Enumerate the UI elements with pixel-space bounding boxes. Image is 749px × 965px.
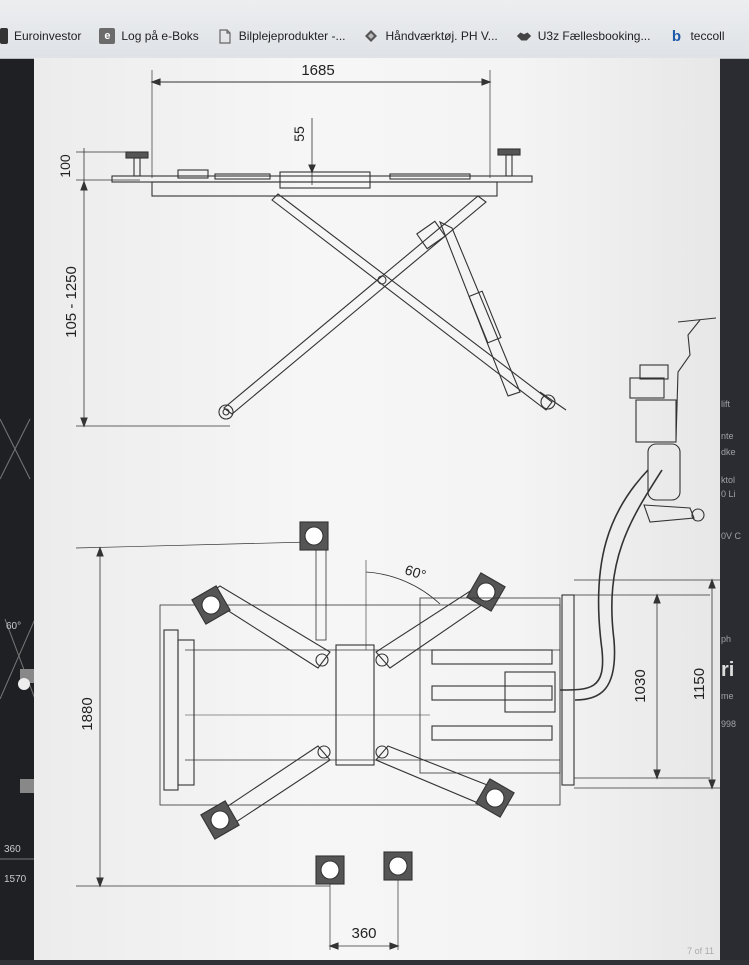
arrowhead bbox=[308, 164, 316, 174]
right-fragment-0: lift bbox=[721, 399, 730, 409]
lift-technical-drawing: 1685 55 100 105 - 1250 1880 60° 1030 115… bbox=[57, 62, 720, 950]
right-fragment-2: dke bbox=[721, 447, 736, 457]
dim-label-outer-width: 1150 bbox=[691, 668, 708, 700]
bookmark-haandvaerktoej[interactable]: Håndværktøj. PH V... bbox=[354, 21, 506, 51]
bookmark-bilplejeprodukter[interactable]: Bilplejeprodukter -... bbox=[208, 21, 355, 51]
bookmark-teccoll[interactable]: b teccoll bbox=[659, 21, 733, 51]
pump-motor bbox=[629, 377, 665, 399]
frame-end-plate bbox=[163, 629, 179, 791]
valve-block bbox=[504, 671, 556, 713]
arrowheads bbox=[96, 546, 104, 888]
lifting-pad-bottom-right-center bbox=[388, 856, 408, 876]
pad-stem-right bbox=[505, 154, 513, 177]
handshake-icon bbox=[516, 28, 532, 44]
dim-label-lift-range: 105 - 1250 bbox=[63, 266, 80, 338]
support-arm-bottom-right bbox=[375, 745, 515, 818]
scissor-arm-b bbox=[223, 195, 487, 415]
bookmark-e-boks[interactable]: e Log på e-Boks bbox=[90, 21, 207, 51]
pad-arm-top bbox=[315, 549, 327, 641]
roller-left bbox=[218, 404, 234, 420]
document-page: 1685 55 100 105 - 1250 1880 60° 1030 115… bbox=[34, 58, 720, 960]
dim-label-length: 1685 bbox=[301, 62, 334, 79]
frame-end-bar bbox=[177, 639, 195, 786]
dim-label-pad-height: 100 bbox=[57, 154, 73, 178]
page-icon bbox=[217, 28, 233, 44]
platform-strip bbox=[389, 173, 471, 180]
right-fragment-8: me bbox=[721, 691, 734, 701]
hose bbox=[559, 469, 649, 691]
lifting-pad-left bbox=[125, 151, 149, 159]
dim-label-total-length: 1880 bbox=[79, 697, 96, 730]
bookmark-icon bbox=[0, 28, 8, 44]
arm-bracket bbox=[416, 220, 446, 250]
lifting-pad-right bbox=[497, 148, 521, 156]
pump-handle bbox=[675, 317, 717, 441]
left-fragment-1570: 1570 bbox=[4, 874, 27, 885]
platform-body bbox=[151, 181, 498, 197]
center-beam bbox=[335, 644, 375, 766]
cylinder-1 bbox=[431, 649, 553, 665]
roller-left-hub bbox=[222, 408, 230, 416]
pump-wheel bbox=[691, 508, 705, 522]
bookmark-euroinvestor[interactable]: Euroinvestor bbox=[0, 21, 90, 51]
angle-arc bbox=[365, 571, 441, 605]
bookmark-faellesbooking[interactable]: U3z Fællesbooking... bbox=[507, 21, 660, 51]
platform-center-block bbox=[279, 171, 371, 189]
background-window-right: lift nte dke ktol 0 Li 0V C ph ri me 998 bbox=[719, 59, 749, 960]
right-fragment-1: nte bbox=[721, 431, 734, 441]
left-fragment-360: 360 bbox=[4, 844, 21, 855]
end-plate bbox=[561, 594, 575, 786]
scissor-pivot bbox=[377, 275, 387, 285]
right-fragment-7: ri bbox=[721, 659, 735, 681]
base-frame-outline bbox=[159, 604, 561, 806]
right-fragment-9: 998 bbox=[721, 719, 737, 729]
right-fragment-3: ktol bbox=[721, 475, 736, 485]
platform-block bbox=[177, 169, 209, 179]
right-fragment-4: 0 Li bbox=[721, 489, 736, 499]
support-arm-bottom-left bbox=[200, 745, 331, 840]
bing-icon: b bbox=[671, 27, 682, 45]
pump-body bbox=[635, 399, 677, 443]
arm-end bbox=[539, 391, 567, 411]
top-view bbox=[75, 521, 720, 950]
cylinder-3 bbox=[431, 725, 553, 741]
e-boks-icon: e bbox=[99, 28, 116, 44]
dim-label-arm-angle: 60° bbox=[403, 561, 428, 583]
arrowheads bbox=[150, 78, 492, 86]
left-fragment-angle: 60° bbox=[6, 621, 22, 632]
hydraulic-cylinder bbox=[468, 290, 502, 344]
arrowheads bbox=[80, 180, 88, 428]
support-arm-top-right bbox=[375, 572, 506, 669]
hydraulic-pump-unit bbox=[559, 317, 717, 701]
lifting-pad-top-center bbox=[304, 526, 324, 546]
right-fragment-6: ph bbox=[721, 634, 732, 644]
diamond-icon bbox=[363, 28, 379, 44]
side-view bbox=[76, 70, 567, 428]
bookmarks-bar: Euroinvestor e Log på e-Boks Bilplejepro… bbox=[0, 0, 749, 59]
cylinder-housing bbox=[419, 597, 561, 774]
pad-stem-left bbox=[133, 157, 141, 177]
arrowheads bbox=[653, 578, 716, 790]
dim-label-pad-spacing: 360 bbox=[351, 925, 376, 942]
dim-label-platform-thickness: 55 bbox=[291, 126, 307, 142]
lifting-pad-bottom-left-center bbox=[320, 860, 340, 880]
page-indicator: 7 of 11 bbox=[687, 946, 714, 956]
dim-label-inner-width: 1030 bbox=[632, 669, 649, 702]
support-arm-top-left bbox=[191, 585, 331, 669]
right-fragment-5: 0V C bbox=[721, 531, 742, 541]
pump-motor-cap bbox=[639, 364, 669, 380]
platform-strip bbox=[214, 173, 271, 180]
pump-base bbox=[643, 504, 695, 523]
background-scissor-drawing bbox=[0, 418, 40, 860]
background-window-left: 60° 360 1570 bbox=[0, 59, 40, 960]
scissor-arm-a bbox=[271, 193, 553, 411]
ext-line bbox=[75, 541, 311, 549]
hose bbox=[574, 469, 663, 701]
cylinder-arm bbox=[438, 220, 521, 397]
arrowheads bbox=[328, 942, 400, 950]
oil-tank bbox=[647, 443, 681, 501]
cylinder-2 bbox=[431, 685, 553, 701]
